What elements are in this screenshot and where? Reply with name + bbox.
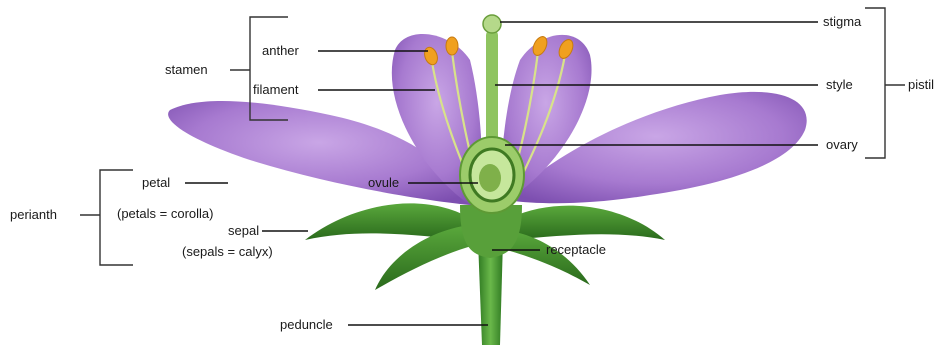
label-sepal: sepal	[228, 223, 259, 238]
label-anther: anther	[262, 43, 300, 58]
label-filament: filament	[253, 82, 299, 97]
label-ovule: ovule	[368, 175, 399, 190]
label-sepals-note: (sepals = calyx)	[182, 244, 273, 259]
label-style: style	[826, 77, 853, 92]
label-petals-note: (petals = corolla)	[117, 206, 213, 221]
sepal-right-shape	[510, 206, 665, 240]
label-stamen: stamen	[165, 62, 208, 77]
label-peduncle: peduncle	[280, 317, 333, 332]
bracket-pistil	[865, 8, 885, 158]
ovule-shape	[479, 164, 501, 192]
anther-2	[446, 37, 458, 55]
label-stigma: stigma	[823, 14, 862, 29]
label-petal: petal	[142, 175, 170, 190]
stigma-shape	[483, 15, 501, 33]
label-perianth: perianth	[10, 207, 57, 222]
label-receptacle: receptacle	[546, 242, 606, 257]
label-ovary: ovary	[826, 137, 858, 152]
style-shape	[486, 30, 498, 150]
label-pistil: pistil	[908, 77, 934, 92]
